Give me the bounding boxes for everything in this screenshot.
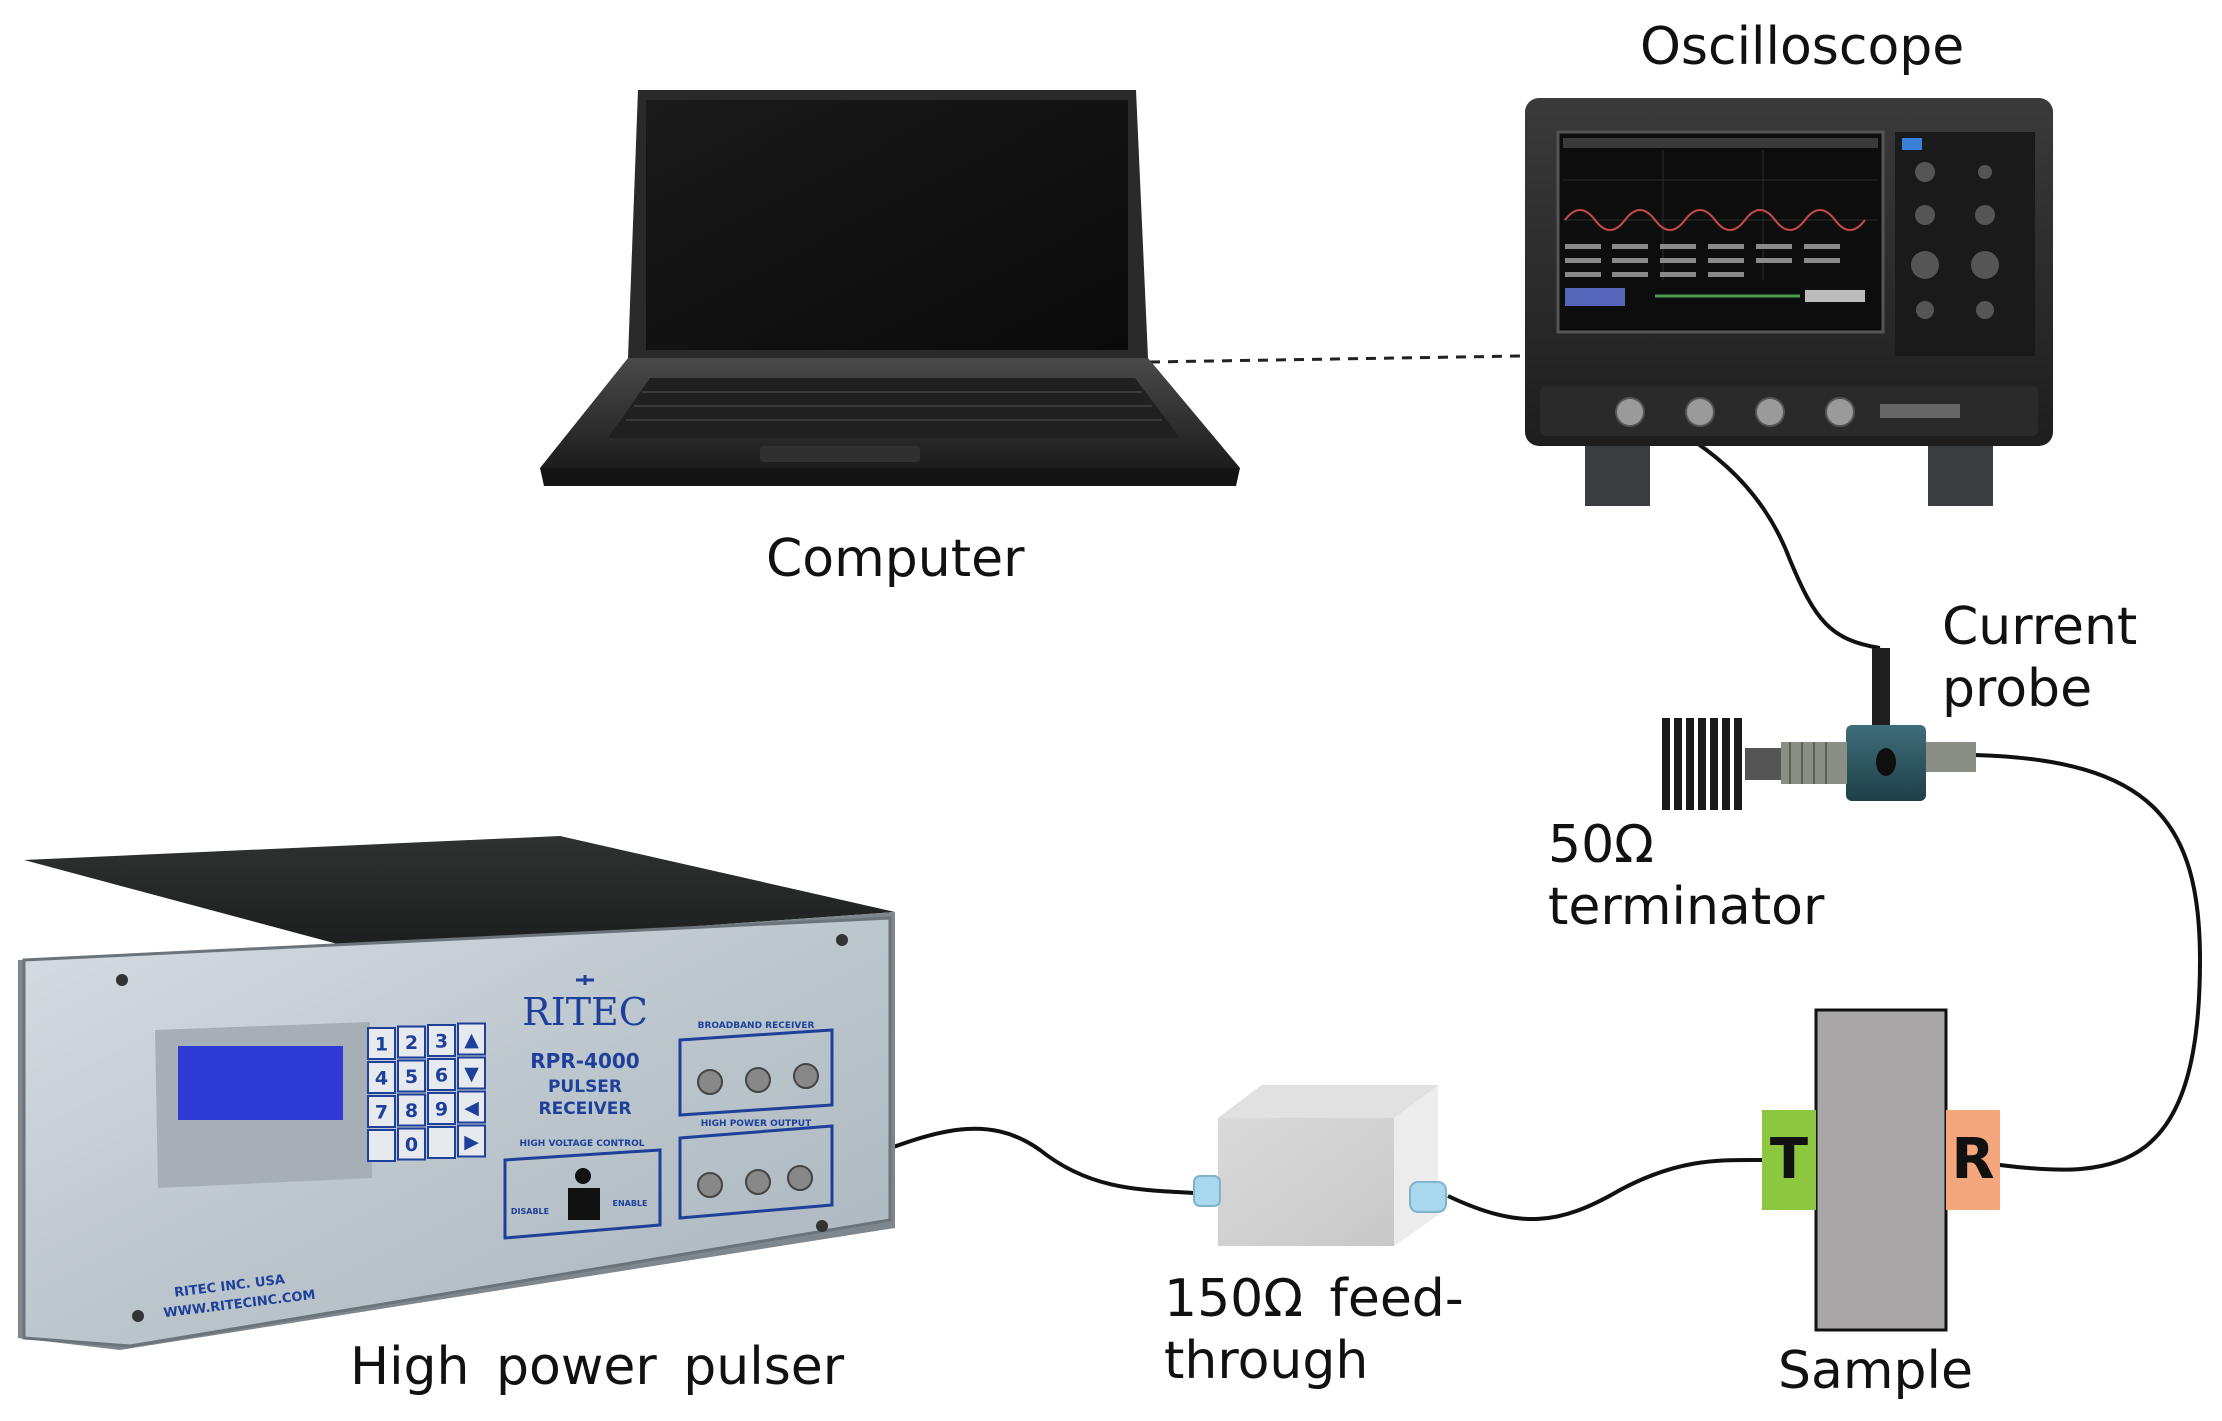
laptop-computer	[540, 90, 1240, 486]
keypad-key	[427, 1092, 456, 1125]
keypad-key-label: ▶	[464, 1131, 479, 1153]
computer-label: Computer	[766, 529, 1025, 589]
probe-to-receiver-cable	[1949, 753, 2203, 1172]
usb-link-dashed	[1149, 354, 1521, 364]
sample-assembly: T R	[1762, 1008, 2000, 1332]
keypad-key-label: 2	[405, 1032, 418, 1054]
current-probe	[1846, 648, 1976, 801]
keypad-key-label: ▼	[464, 1063, 479, 1085]
hv-control-title: HIGH VOLTAGE CONTROL	[520, 1139, 645, 1149]
keypad-key	[427, 1126, 456, 1159]
keypad-key-label: 1	[375, 1034, 388, 1056]
feedthrough-label-line1: 150Ω feed-	[1164, 1269, 1464, 1329]
terminator-50-ohm	[1662, 718, 1847, 810]
high-power-output-title: HIGH POWER OUTPUT	[701, 1119, 812, 1129]
receive-marker-label: R	[1951, 1127, 1994, 1192]
keypad-key-label: ◀	[464, 1097, 479, 1119]
pulser-label: High power pulser	[350, 1337, 845, 1397]
keypad-key-label: 5	[405, 1066, 418, 1088]
keypad-key	[367, 1095, 396, 1128]
keypad-key	[397, 1025, 426, 1059]
sample-block	[1814, 1008, 1948, 1332]
pulser-lcd-screen	[178, 1046, 343, 1120]
feedthrough-input-cap	[1193, 1175, 1221, 1207]
keypad-key	[397, 1059, 426, 1093]
current-probe-label-line1: Current	[1942, 597, 2138, 657]
keypad-key-label: 8	[405, 1100, 418, 1122]
keypad-key	[367, 1061, 396, 1094]
hv-disable-label: DISABLE	[511, 1207, 549, 1216]
sample-label: Sample	[1778, 1341, 1973, 1401]
receive-transducer	[1946, 1110, 2000, 1210]
feedthrough-to-transmitter-cable	[1447, 1157, 1763, 1221]
transmit-marker-label: T	[1770, 1127, 1808, 1192]
keypad-key-label: 7	[375, 1102, 388, 1124]
keypad-key	[367, 1027, 396, 1060]
keypad-key-label: 6	[435, 1065, 448, 1087]
keypad-key	[457, 1022, 486, 1056]
feedthrough-label: 150Ω feed- through	[1164, 1268, 1464, 1392]
keypad-key	[397, 1127, 426, 1161]
keypad-key-label: 3	[435, 1031, 448, 1053]
keypad-key	[457, 1124, 486, 1158]
keypad-key-label: 4	[375, 1068, 388, 1090]
oscilloscope-device	[1525, 98, 2053, 506]
broadband-receiver-title: BROADBAND RECEIVER	[698, 1021, 815, 1031]
ritec-brand-text: RITEC	[522, 990, 648, 1034]
keypad-key	[397, 1093, 426, 1127]
keypad-key	[457, 1056, 486, 1090]
terminator-label-line1: 50Ω	[1548, 815, 1654, 875]
terminator-label: 50Ω terminator	[1548, 814, 1824, 938]
ritec-logo: RITEC	[522, 975, 648, 1034]
pulser-name-line1: PULSER	[548, 1077, 622, 1097]
pulser-name-line2: RECEIVER	[539, 1099, 632, 1119]
keypad-key	[427, 1024, 456, 1057]
keypad-key-label: ▲	[464, 1029, 479, 1051]
keypad-key	[427, 1058, 456, 1091]
feedthrough-output-cap	[1409, 1181, 1447, 1213]
current-probe-label-line2: probe	[1942, 659, 2093, 719]
hv-enable-label: ENABLE	[612, 1199, 647, 1208]
keypad-key-label: 0	[405, 1134, 418, 1156]
scope-channel-inputs	[1615, 397, 1855, 427]
feedthrough-150-ohm	[1193, 1085, 1447, 1246]
transmit-transducer	[1762, 1110, 1816, 1210]
pulser-model-text: RPR-4000	[530, 1049, 639, 1073]
keypad-key-label: 9	[435, 1099, 448, 1121]
terminator-label-line2: terminator	[1548, 877, 1825, 937]
keypad-key	[367, 1129, 396, 1162]
feedthrough-label-line2: through	[1164, 1331, 1369, 1391]
oscilloscope-label: Oscilloscope	[1640, 17, 1965, 77]
keypad-key	[457, 1090, 486, 1124]
current-probe-label: Current probe	[1942, 596, 2137, 720]
